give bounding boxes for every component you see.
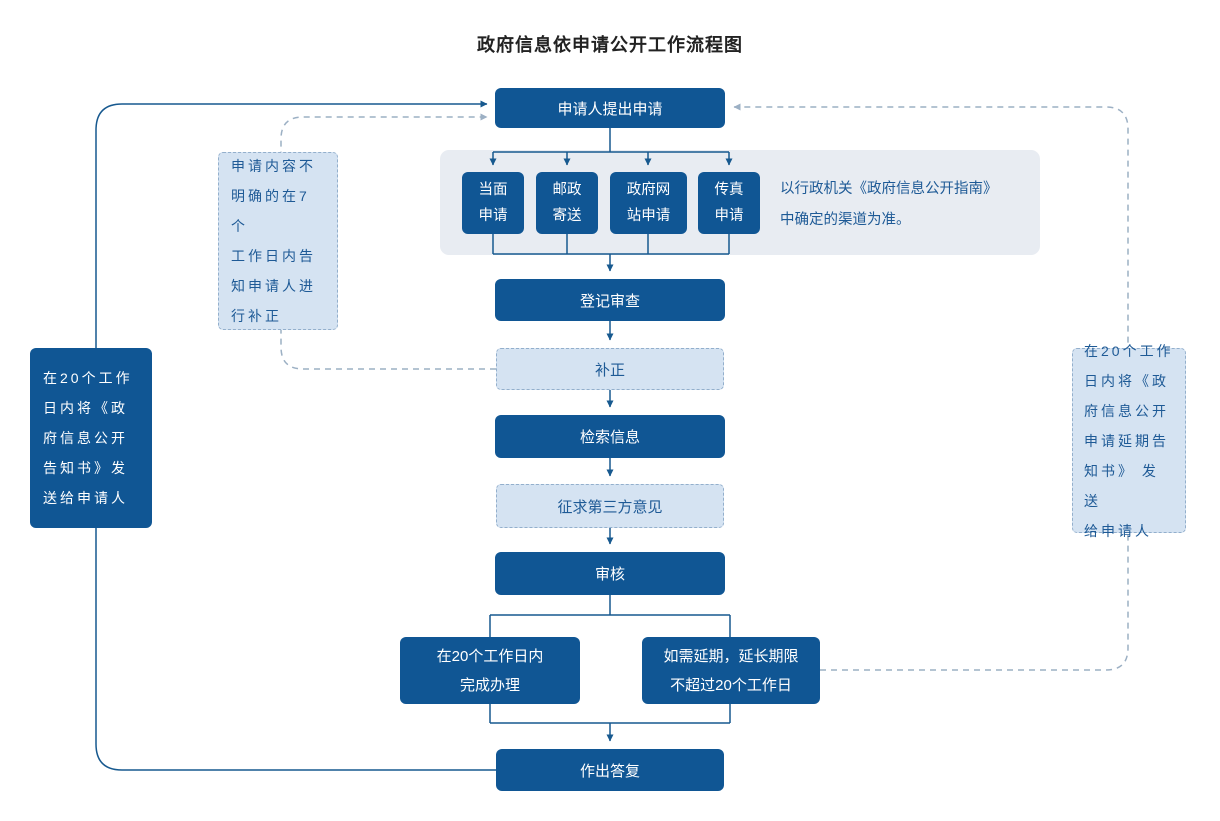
- node-retrieve-information: 检索信息: [495, 415, 725, 458]
- channels-note: 以行政机关《政府信息公开指南》 中确定的渠道为准。: [780, 181, 998, 228]
- node-extension-limit: 如需延期，延长期限 不超过20个工作日: [642, 637, 820, 704]
- node-channel-postal-mail: 邮政寄送: [536, 172, 598, 234]
- node-channel-in-person: 当面申请: [462, 172, 524, 234]
- connector-apply-to-channels: [489, 128, 733, 166]
- node-apply: 申请人提出申请: [495, 88, 725, 128]
- annotation-extension-notice: 在20个工作 日内将《政 府信息公开 申请延期告 知书》 发送 给申请人: [1072, 343, 1186, 539]
- node-review: 审核: [495, 552, 725, 595]
- node-channel-fax: 传真申请: [698, 172, 760, 234]
- annotation-disclosure-notice: 在20个工作 日内将《政 府信息公开 告知书》发 送给申请人: [30, 348, 152, 528]
- node-register-review: 登记审查: [495, 279, 725, 321]
- connector-channels-to-register: [492, 234, 730, 272]
- page-title: 政府信息依申请公开工作流程图: [477, 35, 743, 55]
- node-correction: 补正: [496, 348, 724, 390]
- node-complete-within-20-days: 在20个工作日内 完成办理: [400, 637, 580, 704]
- node-make-reply: 作出答复: [496, 749, 724, 791]
- connector-merge-to-reply: [489, 704, 731, 742]
- connector-review-split: [489, 595, 731, 637]
- node-third-party-opinions: 征求第三方意见: [496, 484, 724, 528]
- annotation-correction-notice: 申请内容不 明确的在7个 工作日内告 知申请人进 行补正: [218, 152, 338, 330]
- node-channel-government-website: 政府网站申请: [610, 172, 687, 234]
